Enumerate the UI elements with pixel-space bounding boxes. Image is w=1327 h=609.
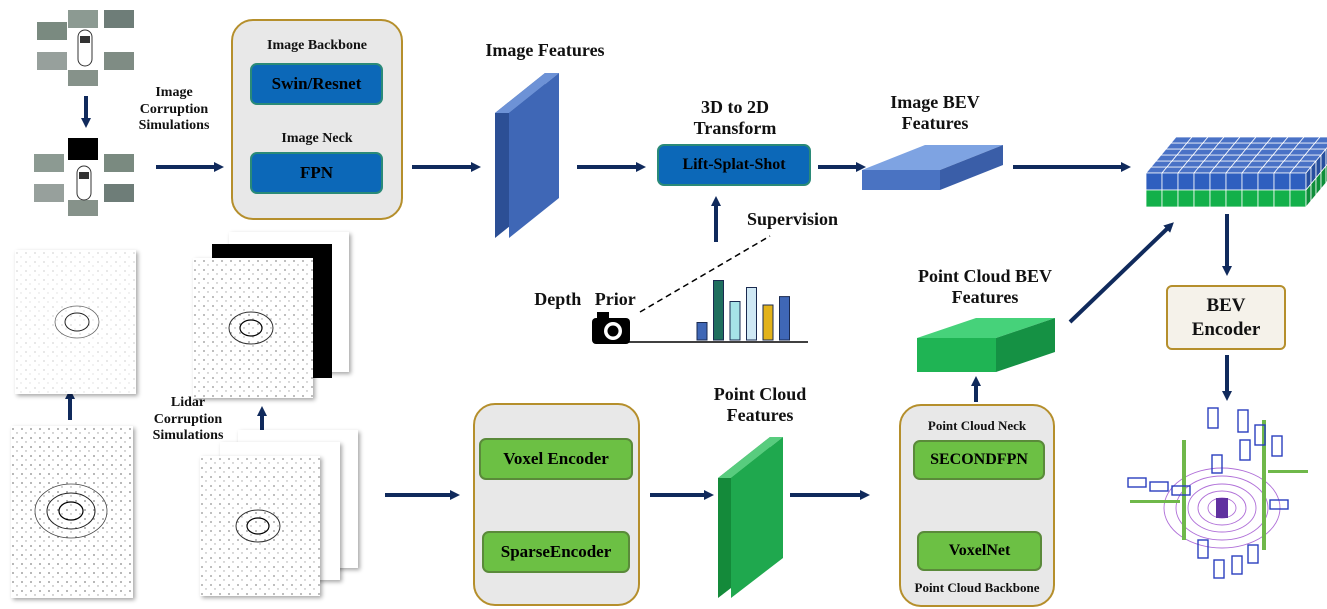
secondfpn-block: SECONDFPN: [913, 440, 1045, 480]
lift-splat-shot-block: Lift-Splat-Shot: [657, 144, 811, 186]
depth-prior-chart: [592, 235, 808, 344]
detection-result: [1127, 407, 1308, 579]
bev-encoder-label: BEV Encoder: [1191, 295, 1261, 340]
point-cloud-bev-features-block: [917, 318, 1055, 372]
image-bev-features-block: [862, 145, 1003, 190]
cube-front-blue-cell: [1289, 172, 1307, 191]
cube-front-blue-cell: [1273, 172, 1291, 191]
fused-bev-cube: [1145, 136, 1327, 209]
cube-front-blue-cell: [1161, 172, 1179, 191]
voxel-encoder-block: Voxel Encoder: [479, 438, 633, 480]
cube-front-blue-cell: [1257, 172, 1275, 191]
cube-top-cell: [1309, 142, 1327, 150]
point-cloud-features-label: Point Cloud Features: [713, 384, 807, 426]
image-neck-title: Image Neck: [281, 131, 353, 146]
point-cloud-backbone-title: Point Cloud Backbone: [914, 580, 1040, 595]
bev-encoder-box: BEV Encoder: [1166, 285, 1286, 350]
point-cloud-neck-title: Point Cloud Neck: [927, 418, 1027, 433]
cube-front-green-cell: [1273, 189, 1291, 208]
point-cloud-features-block: [718, 437, 783, 598]
depth-bar: [713, 280, 724, 341]
cube-front-blue-cell: [1177, 172, 1195, 191]
cube-top-cell: [1314, 136, 1327, 144]
camera-views-corrupted: [34, 138, 134, 216]
fpn-block: FPN: [250, 152, 383, 194]
camera-views-original: [37, 10, 134, 86]
image-features-label: Image Features: [485, 40, 605, 60]
lidar-corruption-label: Lidar Corruption Simulations: [152, 395, 224, 444]
point-cloud-backbone-panel: [899, 404, 1055, 607]
image-bev-features-label: Image BEV Features: [890, 92, 980, 134]
arrow-pc-bev-to-fused: [1068, 222, 1174, 324]
depth-bar: [762, 304, 774, 341]
lidar-scan-corrupted-c: [200, 456, 320, 596]
cube-front-green-cell: [1161, 189, 1179, 208]
sparse-encoder-block: SparseEncoder: [482, 531, 630, 573]
cube-front-blue-cell: [1145, 172, 1163, 191]
cube-front-blue-cell: [1193, 172, 1211, 191]
voxelnet-block: VoxelNet: [917, 531, 1042, 571]
cube-front-green-cell: [1289, 189, 1307, 208]
depth-bar: [779, 296, 790, 341]
cube-front-blue-cell: [1209, 172, 1227, 191]
swin-resnet-block: Swin/Resnet: [250, 63, 383, 105]
cube-front-green-cell: [1225, 189, 1243, 208]
image-corruption-label: Image Corruption Simulations: [138, 85, 210, 134]
cube-front-green-cell: [1257, 189, 1275, 208]
depth-bar: [746, 287, 757, 341]
depth-bar: [729, 301, 741, 341]
cube-front-green-cell: [1209, 189, 1227, 208]
cube-front-blue-cell: [1225, 172, 1243, 191]
cube-front-green-cell: [1145, 189, 1163, 208]
camera-icon: [592, 312, 630, 344]
cube-front-green-cell: [1177, 189, 1195, 208]
image-features-block: [495, 73, 559, 238]
transform-label: 3D to 2D Transform: [693, 97, 777, 139]
lidar-scan-corrupted-b: [193, 258, 313, 398]
voxel-encoder-panel: [473, 403, 640, 606]
cube-front-blue-cell: [1241, 172, 1259, 191]
supervision-label: Supervision: [746, 209, 839, 229]
cube-front-green-cell: [1241, 189, 1259, 208]
image-backbone-title: Image Backbone: [267, 38, 367, 53]
depth-prior-label: Depth Prior: [534, 289, 636, 309]
lidar-scan-corrupted-a: [11, 426, 133, 598]
point-cloud-bev-features-label: Point Cloud BEV Features: [917, 266, 1053, 308]
dashed-ray: [639, 235, 771, 313]
lidar-scan-clean: [15, 250, 136, 394]
cube-front-green-cell: [1193, 189, 1211, 208]
depth-bar: [696, 322, 708, 341]
